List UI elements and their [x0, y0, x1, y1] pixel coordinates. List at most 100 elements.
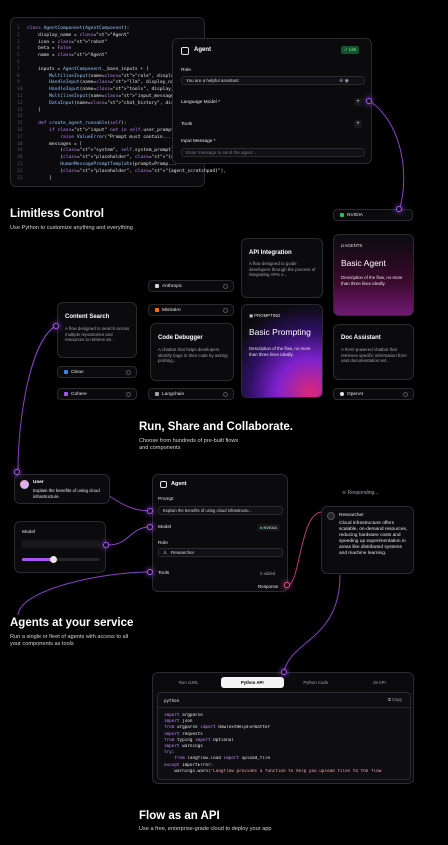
code-line: 14 — [17, 114, 23, 120]
api-integration-card[interactable]: API Integration A flow designed to guide… — [241, 238, 323, 298]
api-tab[interactable]: Run cURL — [178, 680, 199, 685]
tools-input-label: Tools — [158, 571, 170, 576]
cohere-toggle[interactable] — [126, 392, 131, 397]
language-model-label: Language Model * — [181, 100, 220, 105]
api-tab[interactable]: Python API — [220, 677, 284, 688]
nvidia-pill[interactable]: NVIDIA — [333, 209, 413, 221]
basic-prompting-card[interactable]: ▣ PROMPTING Basic Prompting Description … — [241, 304, 323, 398]
model-input-label: Model — [158, 525, 172, 530]
code-line: except ImportError: — [164, 762, 214, 768]
code-line: from typing import Optional — [164, 737, 234, 743]
response-handle[interactable] — [284, 582, 290, 588]
user-name: User — [33, 480, 44, 485]
role-select[interactable]: ♙Researcher — [158, 548, 283, 557]
response-label: Response — [258, 584, 279, 589]
langchain-toggle[interactable] — [223, 392, 228, 397]
anthropic-pill[interactable]: Anthropic — [148, 280, 234, 292]
code-line: 2 display_name = class="st">"Agent" — [17, 32, 130, 38]
code-line: 11 MultilineInput(name=class="st">"input… — [17, 93, 202, 99]
prompt-icon: ▣ — [249, 313, 255, 318]
responding-indicator: ≋ Responding... — [342, 490, 379, 496]
code-line: import json — [164, 719, 193, 725]
openai-toggle[interactable] — [403, 392, 408, 397]
role-field[interactable]: You are a helpful assistant — [181, 76, 365, 85]
code-line: 10 HandleInput(name=class="st">"tools", … — [17, 87, 246, 93]
code-debugger-title: Code Debugger — [158, 335, 203, 341]
cohere-icon — [64, 392, 68, 396]
clean-pill[interactable]: Clean — [57, 366, 137, 378]
model-card: Model — [14, 521, 106, 573]
language-model-handle[interactable] — [366, 98, 372, 104]
langchain-icon — [155, 392, 159, 396]
code-line: 7 inputs = AgentComponent._base_inputs +… — [17, 66, 149, 72]
add-tools-button[interactable]: + — [354, 120, 362, 128]
code-debugger-card[interactable]: Code Debugger A chatbot that helps devel… — [150, 323, 234, 381]
api-integration-title: API Integration — [249, 250, 292, 256]
doc-assistant-title: Doc Assistant — [341, 335, 381, 341]
code-line: try: — [164, 750, 175, 756]
add-language-model-button[interactable]: + — [354, 98, 362, 106]
agent-node-title: Agent — [171, 481, 187, 487]
model-slider-thumb[interactable] — [49, 556, 57, 563]
basic-agent-tag: ◘ AGENTS — [341, 243, 363, 248]
agent-title: Agent — [194, 47, 211, 53]
api-tab[interactable]: Python Code — [303, 680, 329, 685]
content-search-handle[interactable] — [53, 323, 59, 329]
anthropic-icon — [155, 284, 159, 288]
tools-count: 2 added — [260, 571, 276, 576]
agent-node[interactable]: Agent Prompt Explain the benefits of usi… — [152, 474, 288, 592]
copy-icon: ⧉ — [388, 697, 393, 702]
code-line: from argparse import RawTextHelpFormatte… — [164, 725, 271, 731]
code-line: 21 HumanMessagePromptTemplate(prompt=Pro… — [17, 161, 177, 167]
basic-prompting-desc: Description of the flow, no more than th… — [249, 346, 311, 357]
tools-handle[interactable] — [147, 569, 153, 575]
model-nvidia-tag: ■ NVIDIA — [257, 524, 280, 531]
user-handle[interactable] — [14, 469, 20, 475]
basic-agent-card[interactable]: ◘ AGENTS Basic Agent Description of the … — [333, 234, 414, 316]
nvidia-handle[interactable] — [396, 206, 402, 212]
code-line: 22 (class="st">"placeholder", class="st"… — [17, 168, 227, 174]
role-input-label: Role — [158, 541, 168, 546]
anthropic-toggle[interactable] — [223, 284, 228, 289]
input-message-field[interactable]: Enter message to send the agent... — [181, 148, 365, 157]
prompt-handle[interactable] — [147, 508, 153, 514]
doc-assistant-desc: A RAG-powered chatbot that retrieves spe… — [341, 347, 407, 364]
cohere-pill[interactable]: Cohere — [57, 388, 137, 400]
doc-assistant-card[interactable]: Doc Assistant A RAG-powered chatbot that… — [333, 324, 414, 380]
robot-icon — [181, 47, 189, 55]
model-slider-track[interactable] — [22, 556, 100, 563]
code-line: 15 def create_agent_runnable(self): — [17, 121, 127, 127]
content-search-card[interactable]: Content Search A flow designed to search… — [57, 302, 137, 358]
flow-api-subtitle: Use a free, enterprise-grade cloud to de… — [139, 826, 272, 832]
api-handle[interactable] — [281, 669, 287, 675]
copy-button[interactable]: ⧉ Copy — [388, 697, 402, 702]
content-search-desc: A flow designed to search across multipl… — [65, 326, 130, 343]
api-tab[interactable]: JS API — [372, 680, 386, 685]
code-line: warnings.warn("Langflow provides a funct… — [164, 768, 382, 774]
model-input-handle[interactable] — [147, 524, 153, 530]
tools-label: Tools — [181, 122, 193, 127]
robot-icon — [160, 481, 167, 488]
clean-toggle[interactable] — [126, 370, 131, 375]
langchain-pill[interactable]: Langchain — [148, 388, 234, 400]
status-badge: ✓ Llm — [341, 46, 360, 54]
code-line: import requests — [164, 731, 203, 737]
mistral-pill[interactable]: MistralAI — [148, 304, 234, 316]
limitless-control-title: Limitless Control — [10, 208, 104, 220]
prompt-field[interactable]: Explain the benefits of using cloud infr… — [158, 506, 283, 515]
code-line: 20 (class="st">"placeholder", class="st"… — [17, 155, 215, 161]
mistral-toggle[interactable] — [223, 308, 228, 313]
code-debugger-desc: A chatbot that helps developers identify… — [158, 347, 228, 364]
nvidia-icon: ■ — [260, 525, 264, 530]
basic-prompting-title: Basic Prompting — [249, 327, 311, 337]
agent-card[interactable]: Agent ✓ Llm Role You are a helpful assis… — [172, 38, 372, 164]
model-output-handle[interactable] — [103, 542, 109, 548]
code-line: 5 name = class="st">"Agent" — [17, 53, 108, 59]
content-search-title: Content Search — [65, 314, 110, 320]
user-icon: ♙ — [163, 549, 168, 555]
openai-pill[interactable]: OpenAI — [333, 388, 414, 400]
code-line: 18 messages = [ — [17, 141, 83, 147]
